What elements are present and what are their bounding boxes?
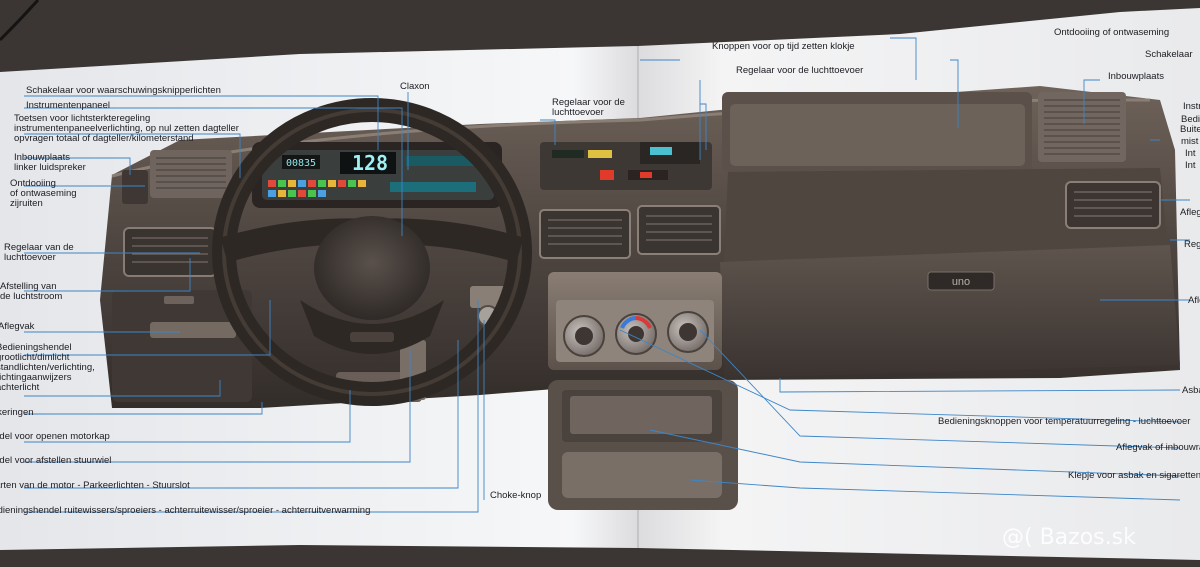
label-hazard-switch: Schakelaar voor waarschuwingsknipperlich… xyxy=(26,85,221,96)
label-airflow-2: de luchtstroom xyxy=(0,291,63,302)
label-lever-3: standlichten/verlichting, xyxy=(0,362,95,373)
label-clock-buttons: Knoppen voor op tijd zetten klokje xyxy=(712,41,855,52)
label-storage-left: Aflegvak xyxy=(0,321,35,332)
label-air-regulator-mid-2: luchttoevoer xyxy=(552,107,604,118)
label-storage-radio: Aflegvak of inbouwradio xyxy=(1116,442,1200,453)
label-buttons-3: opvragen totaal of dagteller/kilometerst… xyxy=(14,133,194,144)
label-switch-right: Schakelaar xyxy=(1145,49,1193,60)
label-right-7: Afleg xyxy=(1180,207,1200,218)
label-ignition: Starten van de motor - Parkeerlichten - … xyxy=(0,480,190,491)
label-climate-knobs: Bedieningsknoppen voor temperatuurregeli… xyxy=(938,416,1191,427)
label-buttons-2: instrumentenpaneelverlichting, op nul ze… xyxy=(14,123,239,134)
label-airflow-1: Afstelling van xyxy=(0,281,57,292)
speed-display: 128 xyxy=(352,151,388,175)
label-right-5: Int xyxy=(1185,148,1196,159)
label-wipers: Bedieningshendel ruitewissers/sproeiers … xyxy=(0,505,371,516)
dashboard-illustration: uno xyxy=(100,86,1180,510)
label-buttons-1: Toetsen voor lichtsterkteregeling xyxy=(14,113,151,124)
label-right-6: Int xyxy=(1185,160,1196,171)
label-air-regulator-mid-1: Regelaar voor de xyxy=(552,97,625,108)
label-right-9: Aflegvak xyxy=(1188,295,1200,306)
label-demist-2: of ontwaseming xyxy=(10,188,77,199)
label-ashtray: Asbak xyxy=(1182,385,1200,396)
label-right-3: Buitens xyxy=(1180,124,1200,135)
uno-badge: uno xyxy=(952,276,970,288)
label-demist-1: Ontdooiing xyxy=(10,178,56,189)
label-speaker-left-2: linker luidspreker xyxy=(14,162,86,173)
label-choke: Choke-knop xyxy=(490,490,542,501)
label-right-2: Bedie xyxy=(1181,114,1200,125)
label-air-regulator-1: Regelaar van de xyxy=(4,242,74,253)
label-lever-2: grootlicht/dimlicht xyxy=(0,352,70,363)
label-right-8: Reg xyxy=(1184,239,1200,250)
label-air-regulator-right: Regelaar voor de luchttoevoer xyxy=(736,65,864,76)
watermark: @( Bazos.sk xyxy=(1002,525,1136,550)
odometer-display: 00835 xyxy=(286,158,316,169)
label-demist-top: Ontdooiing of ontwaseming xyxy=(1054,27,1170,38)
label-right-4: mist xyxy=(1181,136,1199,147)
label-speaker-left-1: Inbouwplaats xyxy=(14,152,70,163)
label-horn: Claxon xyxy=(400,81,430,92)
label-right-1: Instr xyxy=(1183,101,1200,112)
label-demist-3: zijruiten xyxy=(10,198,43,209)
label-bonnet-release: Hendel voor openen motorkap xyxy=(0,431,110,442)
label-instrument-panel: Instrumentenpaneel xyxy=(26,100,110,111)
label-lever-1: Bedieningshendel xyxy=(0,342,72,353)
label-fuses: Zekeringen xyxy=(0,407,34,418)
label-steering-adjust: Hendel voor afstellen stuurwiel xyxy=(0,455,112,466)
label-ashtray-cover: Klepje voor asbak en sigarettenaansteker xyxy=(1068,470,1200,481)
label-speaker-right: Inbouwplaats xyxy=(1108,71,1164,82)
label-lever-4: richtingaanwijzers xyxy=(0,372,72,383)
label-air-regulator-2: luchttoevoer xyxy=(4,252,56,263)
label-lever-5: achterlicht xyxy=(0,382,40,393)
